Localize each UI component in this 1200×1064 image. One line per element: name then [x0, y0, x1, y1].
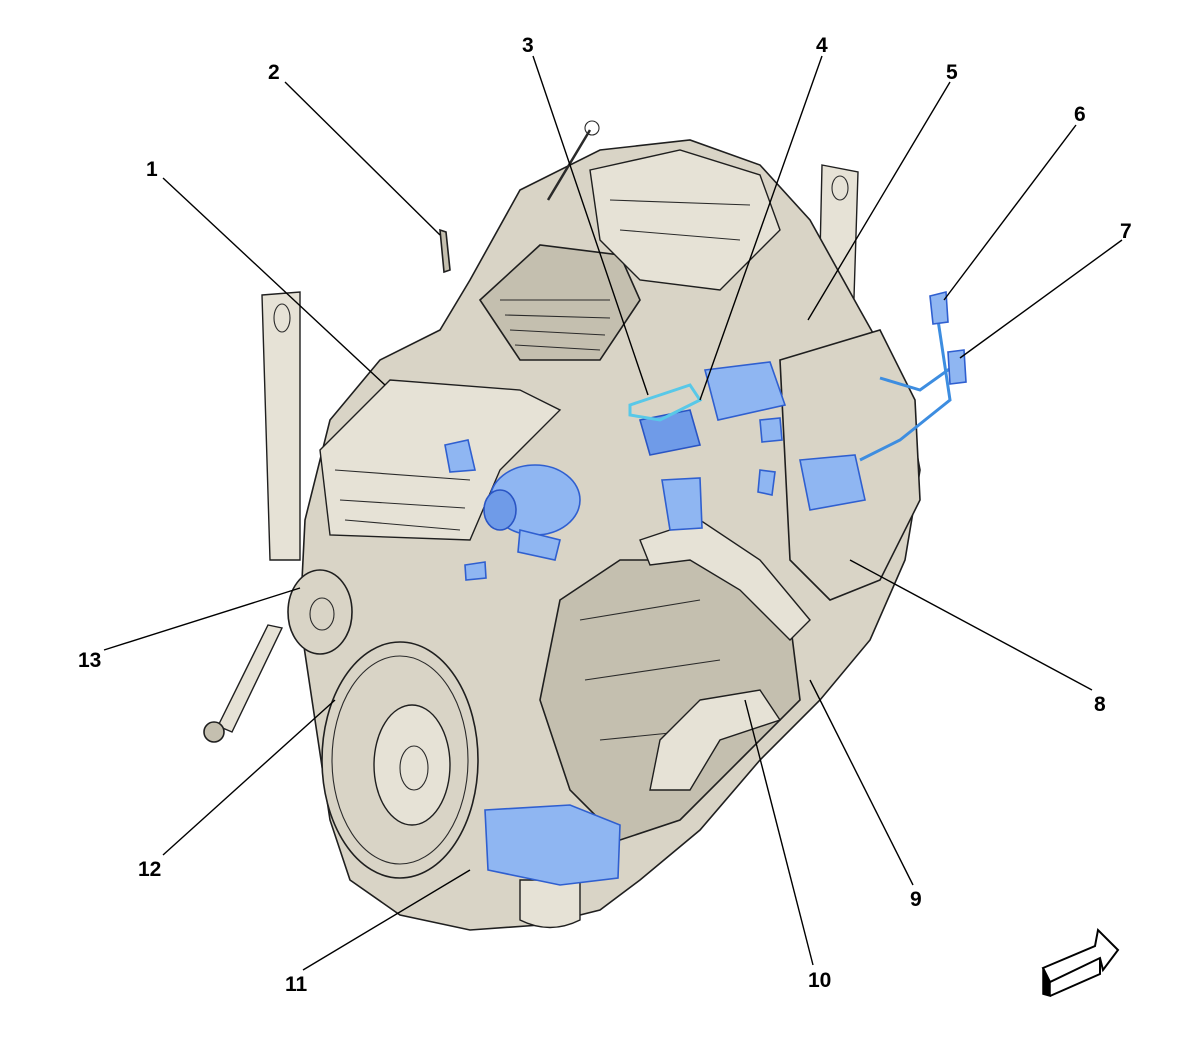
leader-lines [103, 55, 1123, 971]
secondary-air-valve [638, 361, 787, 456]
callout-4: 4 [816, 34, 828, 57]
intake-manifold [478, 244, 641, 361]
callout-12: 12 [138, 858, 161, 881]
coolant-hose [217, 624, 284, 733]
sensor-connector-6 [929, 290, 949, 325]
sensor-connector-7 [947, 349, 967, 385]
secondary-air-pump [483, 464, 581, 561]
breather-pipe [439, 228, 451, 274]
lower-pump [484, 804, 621, 886]
callout-9: 9 [910, 888, 922, 911]
callout-11: 11 [285, 973, 308, 996]
callout-8: 8 [1094, 693, 1106, 716]
highlighted-components [444, 290, 967, 886]
leader-1 [162, 177, 386, 386]
sensor-harness-2 [879, 363, 956, 392]
leader-7 [959, 239, 1123, 359]
oil-filter [519, 879, 581, 929]
valve-cover [319, 379, 562, 541]
valve-cover-sensor [444, 439, 476, 473]
engine-illustration [203, 120, 921, 931]
leader-2 [284, 81, 441, 236]
callout-labels: 1 2 3 4 5 6 7 8 9 10 11 12 13 [78, 34, 1132, 996]
callout-3: 3 [522, 34, 534, 57]
mounting-bracket [628, 383, 703, 422]
callout-13: 13 [78, 649, 101, 672]
leader-12 [162, 699, 336, 856]
direction-arrow-icon [1041, 927, 1120, 997]
leader-4 [699, 55, 823, 401]
leader-13 [103, 587, 301, 651]
leader-8 [849, 559, 1093, 691]
leader-6 [943, 124, 1077, 301]
crank-pulley [287, 569, 353, 655]
combi-valve [799, 454, 866, 511]
callout-6: 6 [1074, 103, 1086, 126]
callout-7: 7 [1120, 220, 1132, 243]
leader-11 [302, 869, 471, 971]
flywheel [321, 641, 479, 879]
leader-9 [809, 679, 914, 886]
callout-1: 1 [146, 158, 158, 181]
callout-5: 5 [946, 61, 958, 84]
leader-3 [532, 55, 649, 396]
callout-10: 10 [808, 969, 831, 992]
leader-5 [807, 81, 951, 321]
oil-dipstick [546, 129, 592, 201]
lower-hose [649, 689, 782, 791]
callout-2: 2 [268, 61, 280, 84]
sensor-harness [859, 299, 952, 462]
charge-air-hose [639, 519, 811, 641]
leader-10 [744, 699, 814, 966]
middle-valve [661, 477, 703, 531]
